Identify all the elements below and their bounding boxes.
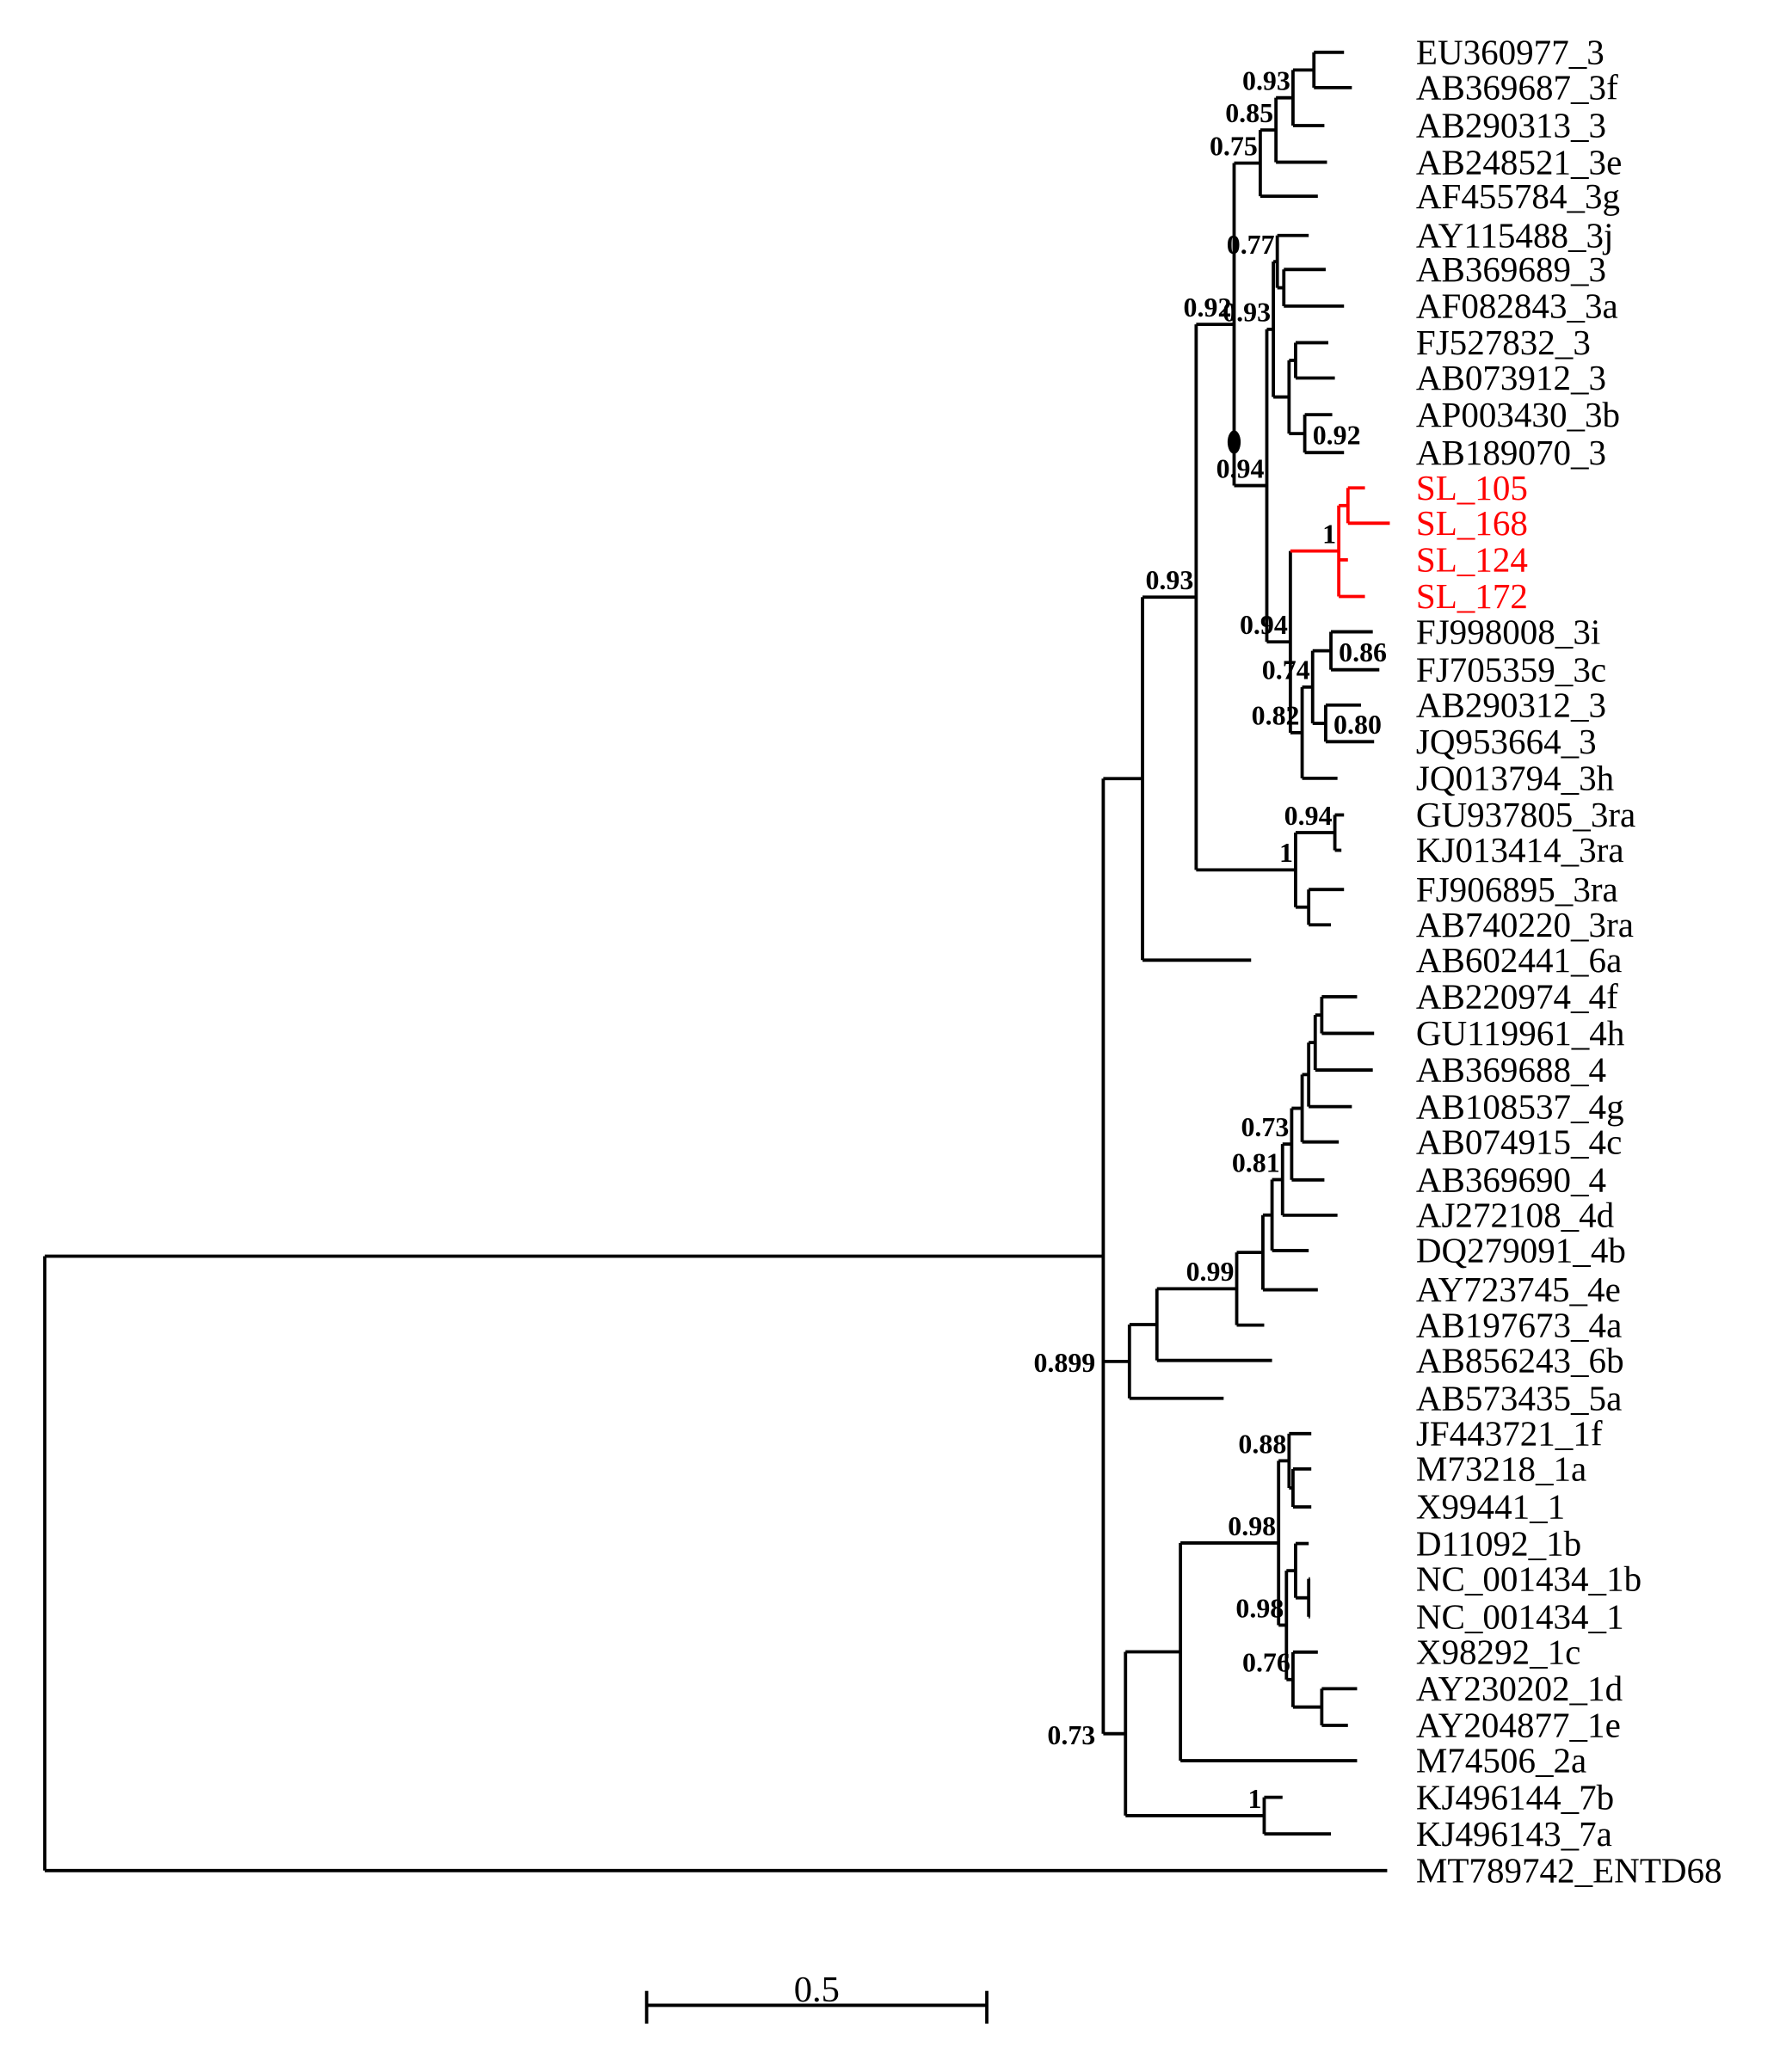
- leaf-label: JF443721_1f: [1416, 1414, 1603, 1454]
- leaf-label: FJ906895_3ra: [1416, 870, 1618, 909]
- support-value: 0.99: [1186, 1257, 1235, 1287]
- leaf-label: NC_001434_1b: [1416, 1559, 1641, 1598]
- leaf-label: AB220974_4f: [1416, 977, 1618, 1017]
- leaf-label: MT789742_ENTD68: [1416, 1850, 1722, 1890]
- leaf-label: NC_001434_1: [1416, 1596, 1624, 1636]
- support-value: 0.73: [1241, 1112, 1289, 1142]
- leaf-label: AB248521_3e: [1416, 142, 1622, 181]
- leaf-label: FJ998008_3i: [1416, 612, 1600, 651]
- support-value: 0.88: [1238, 1429, 1286, 1459]
- support-value: 0.74: [1262, 655, 1310, 686]
- leaf-label: JQ953664_3: [1416, 722, 1597, 761]
- leaf-label: AB573435_5a: [1416, 1378, 1622, 1417]
- support-value: 0.94: [1216, 453, 1265, 483]
- leaf-label: D11092_1b: [1416, 1523, 1581, 1563]
- support-value: 0.93: [1145, 565, 1193, 595]
- support-value: 0.93: [1223, 298, 1271, 328]
- leaf-label: AY115488_3j: [1416, 215, 1614, 255]
- support-value: 0.98: [1235, 1593, 1284, 1623]
- support-value: 0.80: [1333, 710, 1382, 740]
- support-value: 0.76: [1242, 1648, 1290, 1678]
- leaf-label: AB108537_4g: [1416, 1086, 1624, 1126]
- leaf-label: AB856243_6b: [1416, 1340, 1624, 1380]
- support-value: 0.98: [1228, 1511, 1276, 1541]
- leaf-label: KJ496144_7b: [1416, 1777, 1614, 1817]
- node-marker-dot: [1227, 430, 1241, 454]
- scale-bar: 0.5: [644, 1970, 989, 2024]
- support-value: 1: [1279, 838, 1293, 868]
- support-value: 1: [1247, 1784, 1261, 1814]
- support-value: 1: [1322, 520, 1336, 550]
- leaf-label: AB073912_3: [1416, 358, 1606, 397]
- leaf-label: AJ272108_4d: [1416, 1196, 1615, 1235]
- leaf-label: AB740220_3ra: [1416, 905, 1634, 944]
- leaf-label: SL_168: [1416, 503, 1528, 543]
- support-value: 0.899: [1033, 1348, 1095, 1378]
- leaf-label: AB369688_4: [1416, 1050, 1606, 1090]
- leaf-label: X98292_1c: [1416, 1632, 1581, 1672]
- leaf-label: KJ013414_3ra: [1416, 830, 1624, 870]
- leaf-label: AB074915_4c: [1416, 1122, 1622, 1161]
- leaf-label: AB290312_3: [1416, 685, 1606, 724]
- leaf-label: GU937805_3ra: [1416, 795, 1635, 834]
- support-value: 0.77: [1227, 230, 1275, 260]
- leaf-label: KJ496143_7a: [1416, 1814, 1612, 1854]
- leaf-label: AY723745_4e: [1416, 1270, 1621, 1309]
- leaf-label: AB290313_3: [1416, 106, 1606, 145]
- leaf-label: SL_172: [1416, 576, 1528, 616]
- leaf-labels: EU360977_3AB369687_3fAB290313_3AB248521_…: [1416, 33, 1722, 1891]
- support-value: 0.82: [1252, 701, 1300, 731]
- support-value: 0.86: [1339, 637, 1387, 667]
- leaf-label: EU360977_3: [1416, 33, 1604, 72]
- leaf-label: AB369689_3: [1416, 249, 1606, 289]
- leaf-label: M73218_1a: [1416, 1449, 1586, 1489]
- support-value: 0.94: [1284, 801, 1333, 831]
- leaf-label: AB197673_4a: [1416, 1305, 1622, 1344]
- tree-branches: [43, 50, 1390, 1872]
- leaf-label: AF455784_3g: [1416, 176, 1620, 216]
- leaf-label: AF082843_3a: [1416, 286, 1618, 326]
- support-value: 0.92: [1184, 292, 1232, 323]
- leaf-label: FJ527832_3: [1416, 323, 1591, 362]
- leaf-label: GU119961_4h: [1416, 1013, 1624, 1053]
- leaf-label: AB602441_6a: [1416, 940, 1622, 980]
- scale-bar-label: 0.5: [794, 1970, 840, 2010]
- leaf-label: AB369690_4: [1416, 1159, 1606, 1199]
- leaf-label: AY230202_1d: [1416, 1669, 1623, 1708]
- support-value: 0.94: [1240, 610, 1288, 640]
- support-value: 0.85: [1225, 98, 1273, 128]
- support-value: 0.81: [1232, 1147, 1280, 1177]
- support-value: 0.75: [1210, 132, 1258, 162]
- leaf-label: AP003430_3b: [1416, 395, 1620, 434]
- support-value: 0.93: [1242, 66, 1290, 96]
- leaf-label: JQ013794_3h: [1416, 759, 1614, 798]
- leaf-label: DQ279091_4b: [1416, 1231, 1626, 1270]
- leaf-label: M74506_2a: [1416, 1741, 1586, 1780]
- leaf-label: FJ705359_3c: [1416, 649, 1606, 689]
- support-value: 0.92: [1313, 420, 1361, 450]
- support-values: 0.930.920.750.850.930.940.930.770.920.94…: [1033, 66, 1387, 1814]
- leaf-label: SL_124: [1416, 540, 1528, 580]
- leaf-label: AB369687_3f: [1416, 68, 1618, 108]
- leaf-label: X99441_1: [1416, 1487, 1565, 1527]
- leaf-label: AB189070_3: [1416, 433, 1606, 472]
- support-value: 0.73: [1047, 1720, 1095, 1750]
- leaf-label: AY204877_1e: [1416, 1706, 1621, 1745]
- leaf-label: SL_105: [1416, 468, 1528, 507]
